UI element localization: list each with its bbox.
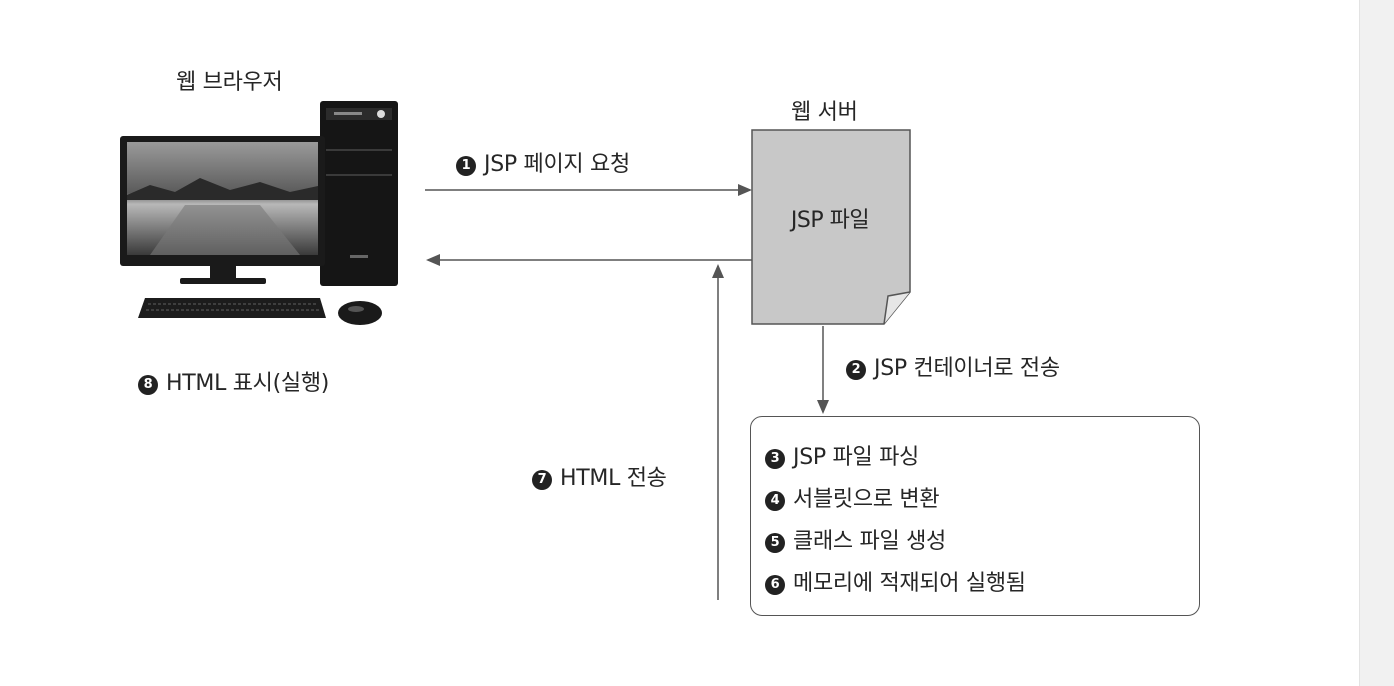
step-badge: 4 xyxy=(765,490,785,511)
step-badge: 1 xyxy=(456,155,476,176)
container-step-text: 클래스 파일 생성 xyxy=(793,529,946,554)
monitor-icon xyxy=(120,136,325,284)
step-badge: 5 xyxy=(765,532,785,553)
server-title: 웹 서버 xyxy=(791,100,858,125)
jsp-file-label: JSP 파일 xyxy=(790,208,870,233)
container-step-text: 서블릿으로 변환 xyxy=(793,487,940,512)
jsp-file-document-icon xyxy=(751,129,911,325)
container-step-item: 5 클래스 파일 생성 xyxy=(765,523,946,555)
jsp-container-steps-box: 3 JSP 파일 파싱 4 서블릿으로 변환 5 클래스 파일 생성 6 메모리에 적재… xyxy=(750,416,1200,616)
tower-case-icon xyxy=(320,101,398,286)
request-step-text: JSP 페이지 요청 xyxy=(484,152,630,177)
keyboard-icon xyxy=(138,298,326,318)
response-step-text: HTML 전송 xyxy=(560,466,667,491)
container-step-item: 3 JSP 파일 파싱 xyxy=(765,439,919,471)
request-step-label: 1 JSP 페이지 요청 xyxy=(456,146,630,178)
display-step-label: 8 HTML 표시(실행) xyxy=(138,365,329,397)
step-badge: 7 xyxy=(532,469,552,490)
mouse-icon xyxy=(338,301,382,325)
browser-title: 웹 브라우저 xyxy=(176,70,283,95)
step-badge: 2 xyxy=(846,359,866,380)
right-edge-panel xyxy=(1359,0,1394,686)
container-step-item: 4 서블릿으로 변환 xyxy=(765,481,940,513)
computer-illustration xyxy=(120,101,398,325)
step-badge: 8 xyxy=(138,374,158,395)
container-step-item: 6 메모리에 적재되어 실행됨 xyxy=(765,565,1026,597)
step-badge: 6 xyxy=(765,574,785,595)
display-step-text: HTML 표시(실행) xyxy=(166,371,330,396)
container-step-label: 2 JSP 컨테이너로 전송 xyxy=(846,350,1060,382)
response-step-label: 7 HTML 전송 xyxy=(532,460,667,492)
container-step-text: JSP 파일 파싱 xyxy=(793,445,919,470)
step-badge: 3 xyxy=(765,448,785,469)
container-step-text: JSP 컨테이너로 전송 xyxy=(874,356,1060,381)
container-step-text: 메모리에 적재되어 실행됨 xyxy=(793,571,1026,596)
